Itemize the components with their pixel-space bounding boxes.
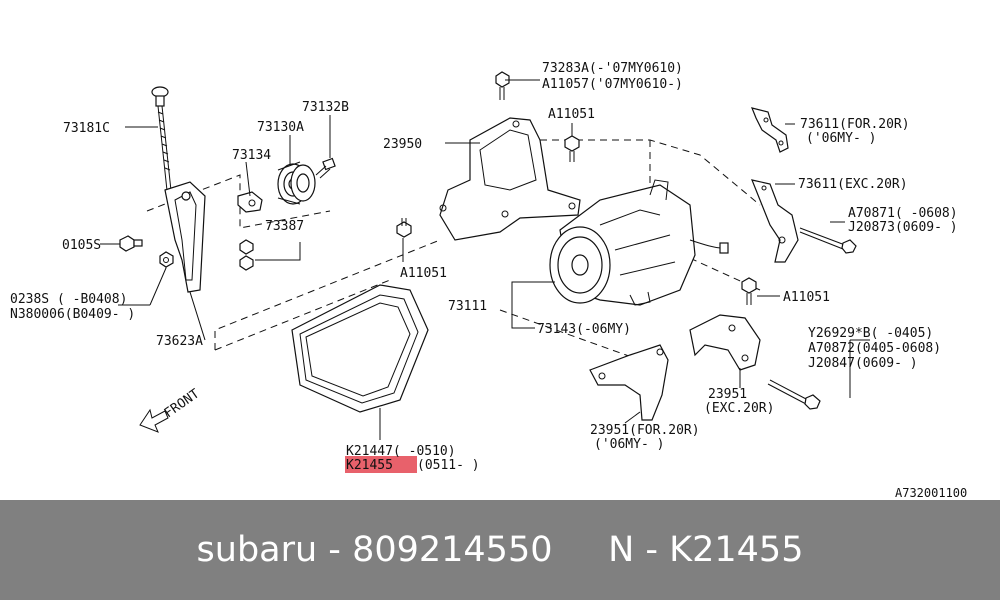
assembly-outline-right	[540, 139, 761, 206]
bracket-23951-for	[589, 344, 669, 421]
bolt-A11051-left	[396, 218, 412, 238]
bracket-73611-exc	[751, 179, 799, 263]
label-J20847: J20847(0609- )	[808, 356, 918, 371]
front-label: FRONT	[162, 386, 203, 421]
nut-0238S	[159, 251, 174, 268]
bracket-73611-for	[751, 107, 789, 153]
bolt-0105S	[119, 235, 143, 252]
long-bolt-part	[151, 86, 173, 201]
bolt-A11051-top	[564, 135, 580, 162]
nuts-73387	[239, 239, 254, 271]
bolt-73283A	[495, 71, 510, 100]
bracket-23951-exc	[689, 314, 761, 371]
label-A70872: A70872(0405-0608)	[808, 341, 941, 356]
assembly-outline-bracket	[214, 239, 441, 350]
front-direction-arrow: FRONT	[139, 386, 203, 433]
parts-diagram: FRONT	[10, 61, 968, 500]
assembly-outline-lower	[499, 309, 641, 361]
footer-bar: subaru - 809214550 N - K21455	[0, 500, 1000, 600]
label-N380006: N380006(B0409- )	[10, 307, 135, 322]
label-A11051-mid: A11051	[783, 290, 830, 305]
label-23951-for: 23951(FOR.20R)	[590, 423, 700, 438]
label-A11057: A11057('07MY0610-)	[542, 77, 683, 92]
label-73611-for-years: ('06MY- )	[806, 131, 876, 146]
label-23950: 23950	[383, 137, 422, 152]
label-73132B: 73132B	[302, 100, 349, 115]
label-0105S: 0105S	[62, 238, 101, 253]
label-73283A: 73283A(-'07MY0610)	[542, 61, 683, 76]
label-23951-exc-variant: (EXC.20R)	[704, 401, 774, 416]
assembly-outline-bracket-2	[214, 279, 391, 351]
compressor-bracket-part	[439, 117, 581, 241]
adjuster-73134	[237, 191, 263, 213]
bolt-Y26929	[767, 379, 821, 410]
label-73134: 73134	[232, 148, 271, 163]
label-K21455-range: (0511- )	[417, 458, 480, 473]
bolt-A11051-mid	[741, 277, 757, 305]
label-73611-for: 73611(FOR.20R)	[800, 117, 910, 132]
leader-lines	[100, 79, 870, 440]
label-23951-exc: 23951	[708, 387, 747, 402]
label-73111: 73111	[448, 299, 487, 314]
label-73130A: 73130A	[257, 120, 304, 135]
label-J20873: J20873(0609- )	[848, 220, 958, 235]
label-73387: 73387	[265, 219, 304, 234]
parts-diagram-svg: FRONT	[10, 61, 967, 500]
tensioner-bracket-part	[164, 181, 206, 293]
label-K21455: K21455	[346, 458, 393, 473]
label-73623A: 73623A	[156, 334, 203, 349]
idler-pulley-part	[277, 161, 316, 205]
ac-compressor-part	[549, 179, 729, 306]
pulley-bolt-73132B	[315, 157, 336, 179]
label-A70871: A70871( -0608)	[848, 206, 958, 221]
label-73611-exc: 73611(EXC.20R)	[798, 177, 908, 192]
label-Y26929: Y26929*B( -0405)	[808, 326, 933, 341]
label-K21447: K21447( -0510)	[346, 444, 456, 459]
label-0238S: 0238S ( -B0408)	[10, 292, 127, 307]
part-labels: 73181C 0105S 0238S ( -B0408) N380006(B04…	[10, 61, 967, 500]
label-73181C: 73181C	[63, 121, 110, 136]
part-number-caption: subaru - 809214550 N - K21455	[196, 530, 804, 570]
bolt-A70871	[799, 227, 857, 254]
part-highlight	[345, 456, 417, 473]
label-A11051-top: A11051	[548, 107, 595, 122]
diagram-code: A732001100	[895, 486, 967, 500]
v-belt-part	[291, 284, 429, 413]
label-23951-for-years: ('06MY- )	[594, 437, 664, 452]
label-73143: 73143(-06MY)	[537, 322, 631, 337]
label-A11051-left: A11051	[400, 266, 447, 281]
